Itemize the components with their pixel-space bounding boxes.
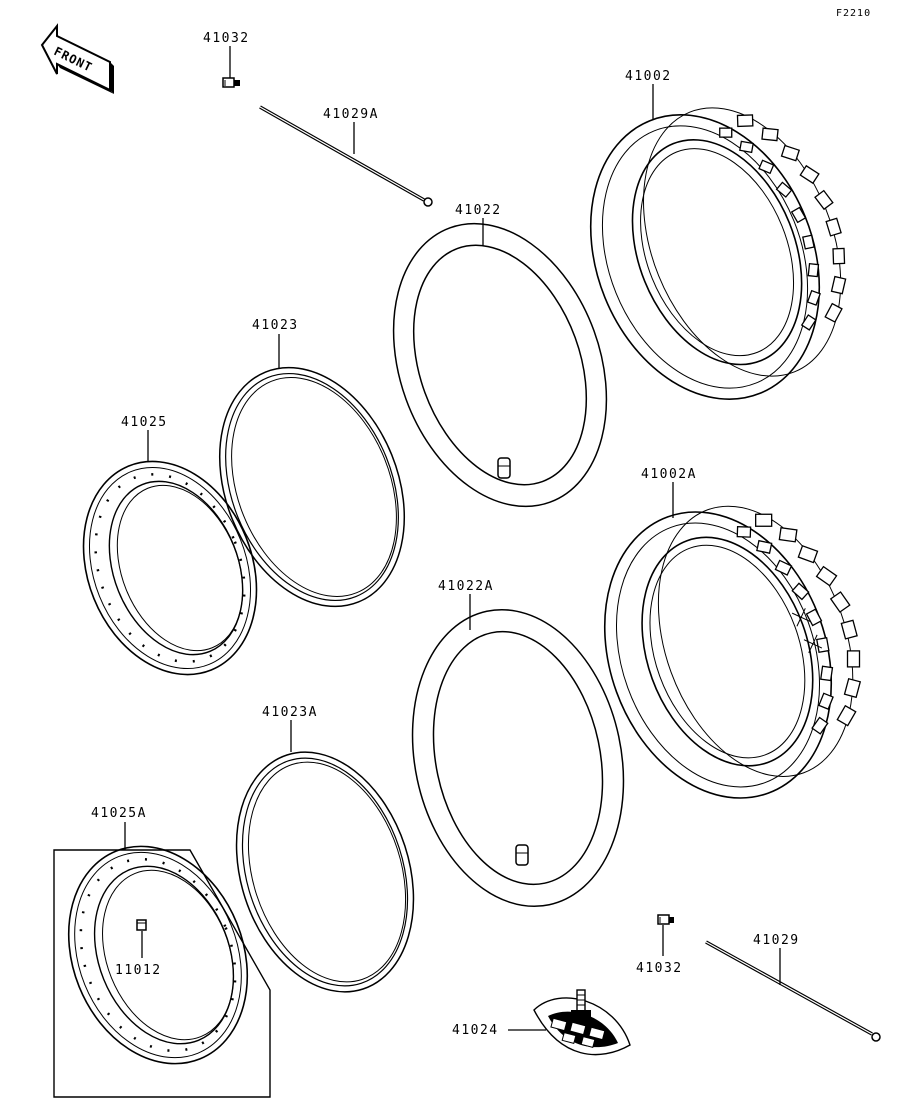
label-41023a: 41023A bbox=[262, 705, 318, 720]
inner-tube-41022 bbox=[392, 218, 608, 508]
label-11012: 11012 bbox=[115, 963, 162, 978]
label-41025a: 41025A bbox=[91, 806, 147, 821]
rim-lock-41024 bbox=[508, 989, 631, 1056]
label-41025: 41025 bbox=[121, 415, 168, 430]
rim-41025a-box bbox=[53, 822, 271, 1098]
label-41032-top: 41032 bbox=[203, 31, 250, 46]
spoke-41029 bbox=[705, 940, 881, 1042]
tire-41002a bbox=[603, 482, 862, 799]
rim-band-41023a bbox=[235, 720, 415, 993]
label-41022: 41022 bbox=[455, 203, 502, 218]
spoke-41029a bbox=[259, 105, 433, 207]
rim-41025 bbox=[82, 430, 258, 676]
label-41002: 41002 bbox=[625, 69, 672, 84]
label-41002a: 41002A bbox=[641, 467, 697, 482]
rim-band-41023 bbox=[218, 334, 406, 608]
tire-41002 bbox=[589, 84, 847, 400]
label-41022a: 41022A bbox=[438, 579, 494, 594]
label-41029: 41029 bbox=[753, 933, 800, 948]
label-41029a: 41029A bbox=[323, 107, 379, 122]
sheet-code: F2210 bbox=[836, 8, 871, 19]
inner-tube-41022a bbox=[411, 594, 625, 908]
valve-nut-bottom bbox=[657, 914, 674, 956]
valve-nut-top bbox=[222, 46, 240, 88]
label-41032-bottom: 41032 bbox=[636, 961, 683, 976]
front-arrow-icon: FRONT bbox=[40, 23, 114, 94]
label-41023: 41023 bbox=[252, 318, 299, 333]
label-41024: 41024 bbox=[452, 1023, 499, 1038]
